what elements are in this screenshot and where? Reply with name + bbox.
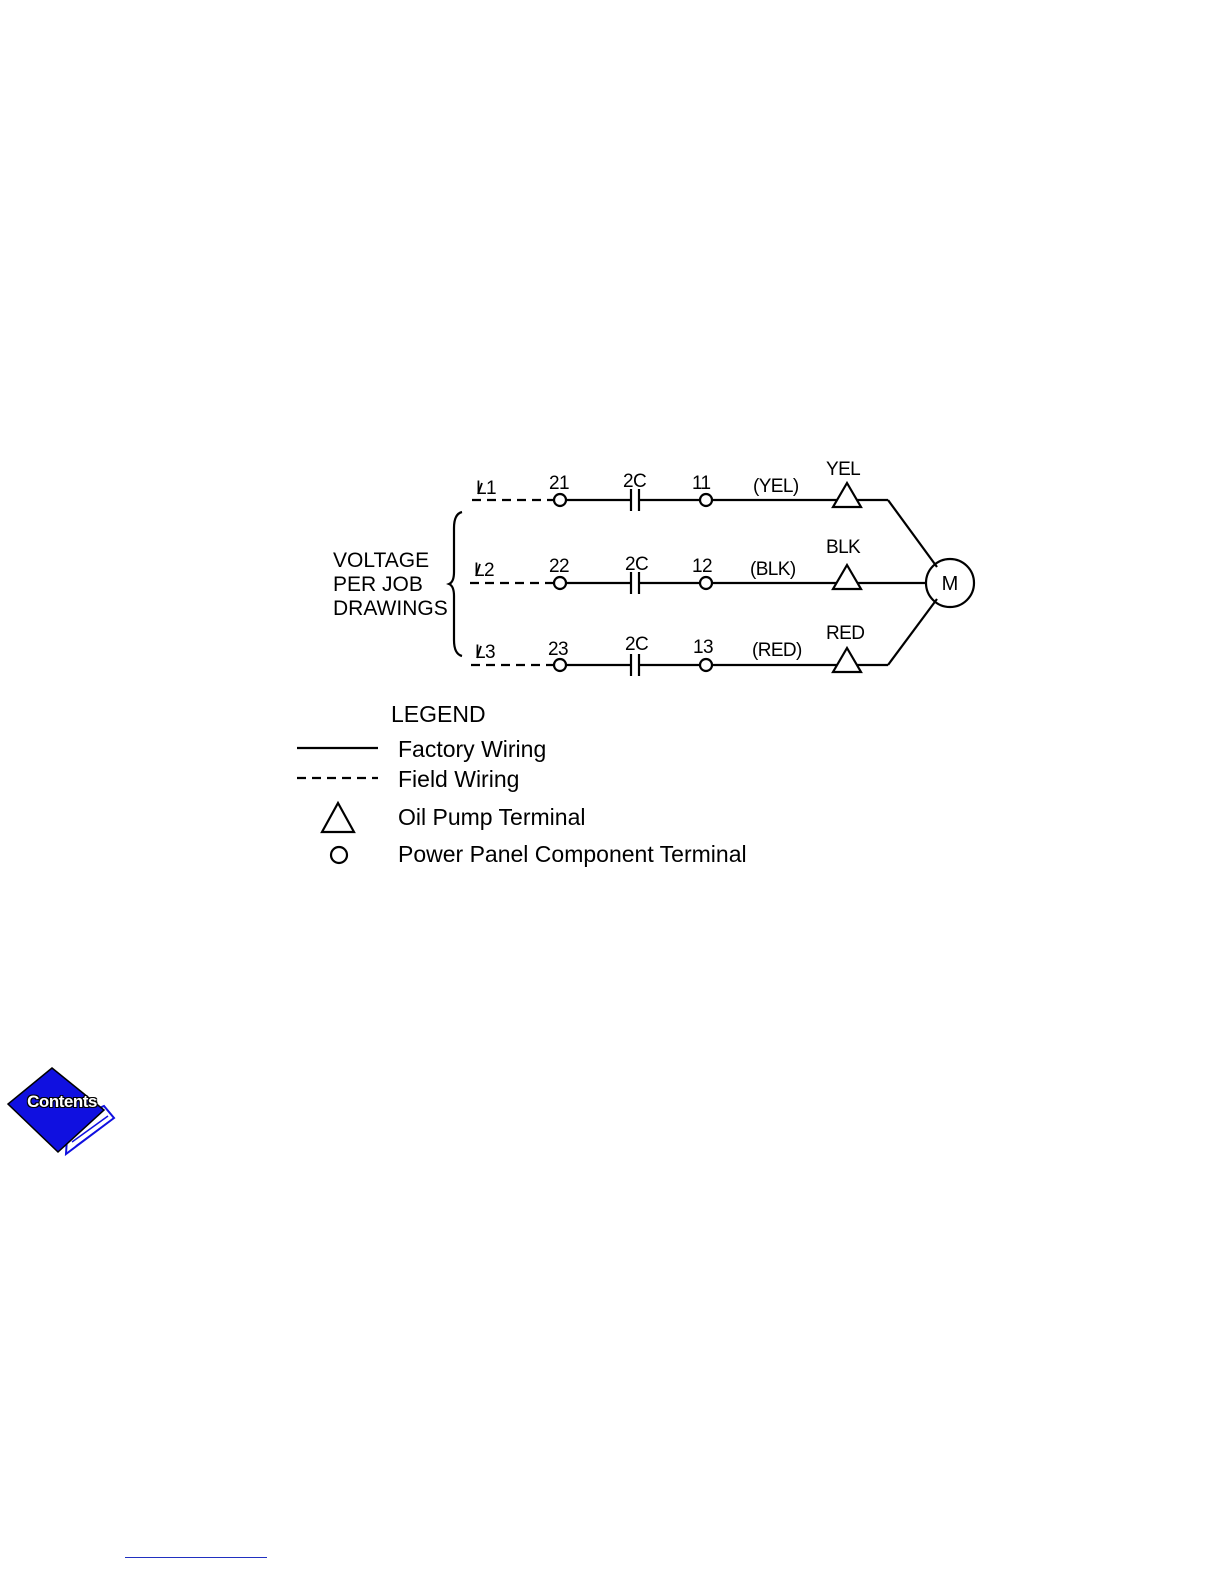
pump-terminal-label: RED [826,623,864,644]
legend-title: LEGEND [391,701,486,727]
power-panel-terminal [700,577,712,589]
oil-pump-terminal [833,483,861,507]
power-panel-terminal [554,494,566,506]
oil-pump-terminal [833,565,861,589]
line-l3: L3 23 2C 13 (RED) RED [471,599,937,676]
line-l1: L1 21 2C 11 (YEL) YEL [472,459,937,567]
terminal-in-label: 23 [548,639,568,660]
oil-pump-terminal [833,648,861,672]
power-panel-terminal [554,577,566,589]
legend-item-power-panel-terminal: Power Panel Component Terminal [398,841,747,867]
motor-lead [888,599,937,665]
wire-color-label: (RED) [752,640,802,661]
wire-color-label: (YEL) [753,476,799,497]
legend: LEGEND Factory Wiring Field Wiring Oil P… [297,701,747,867]
pump-terminal-label: YEL [826,459,860,480]
terminal-out-label: 13 [693,637,713,658]
diamond-book-icon [6,1066,118,1156]
supply-label-line-3: DRAWINGS [333,597,448,620]
supply-voltage-label: VOLTAGE PER JOB DRAWINGS [333,549,448,620]
legend-item-field-wiring: Field Wiring [398,766,519,792]
legend-item-factory-wiring: Factory Wiring [398,736,546,762]
wire-color-label: (BLK) [750,559,796,580]
power-panel-terminal [700,659,712,671]
motor-lead [888,500,937,567]
terminal-in-label: 21 [549,473,569,494]
line-label: L1 [476,478,496,499]
legend-item-oil-pump-terminal: Oil Pump Terminal [398,804,585,830]
motor-label: M [942,573,959,595]
line-l2: L2 22 2C 12 (BLK) BLK [470,537,926,594]
terminal-out-label: 11 [692,473,711,494]
legend-triangle-symbol [322,803,354,832]
terminal-in-label: 22 [549,556,569,577]
contact-label: 2C [625,634,648,655]
motor: M [926,559,974,607]
power-panel-terminal [700,494,712,506]
footer-rule [125,1557,267,1558]
pump-terminal-label: BLK [826,537,861,558]
contents-button[interactable]: Contents [6,1066,118,1156]
legend-circle-symbol [331,847,347,863]
supply-label-line-2: PER JOB [333,573,423,596]
power-panel-terminal [554,659,566,671]
supply-label-line-1: VOLTAGE [333,549,429,572]
contact-label: 2C [625,554,648,575]
contact-label: 2C [623,471,646,492]
terminal-out-label: 12 [692,556,712,577]
supply-brace [449,512,462,656]
